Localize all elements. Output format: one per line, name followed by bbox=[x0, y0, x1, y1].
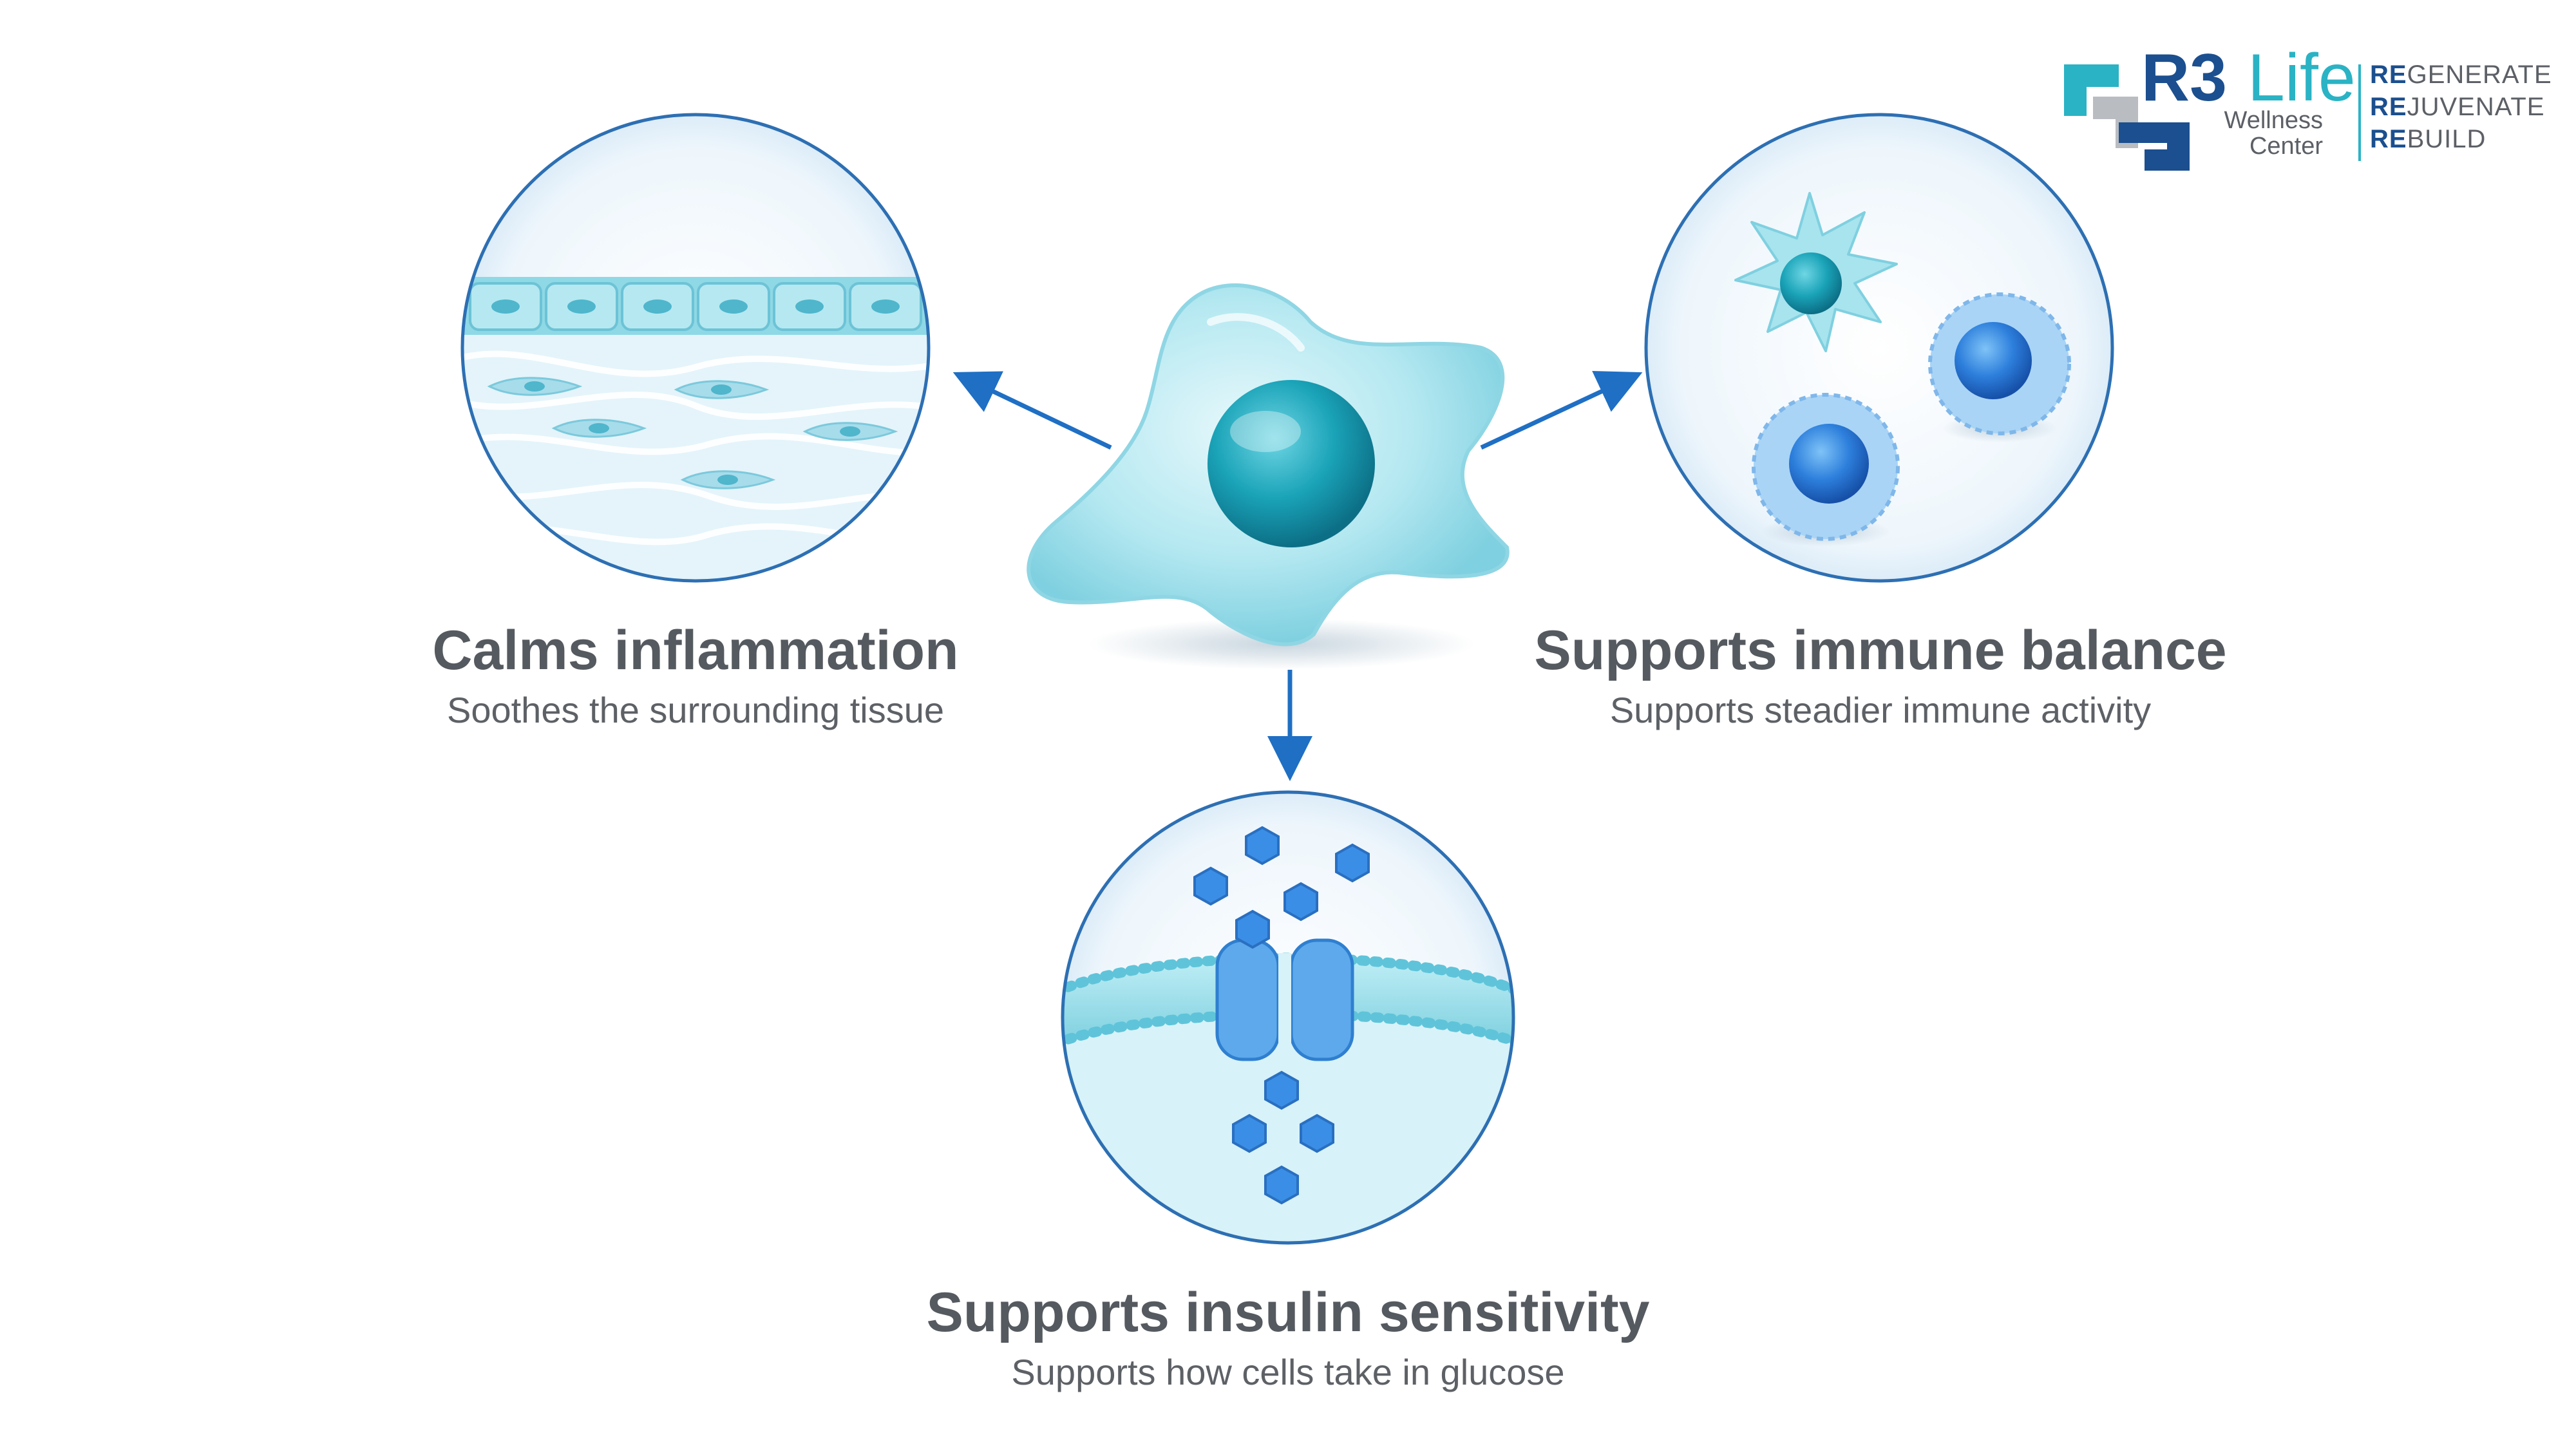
brand-logo: R3 Life Wellness Center REGENERATE REJUV… bbox=[2058, 41, 2552, 180]
tagline-regenerate: REGENERATE bbox=[2370, 61, 2552, 89]
brand-sub-wellness: Wellness bbox=[2224, 107, 2323, 134]
tagline-rebuild: REBUILD bbox=[2370, 125, 2486, 153]
arrow-to-immune bbox=[1480, 371, 1643, 450]
tagline-rejuvenate: REJUVENATE bbox=[2370, 93, 2545, 121]
brand-life: Life bbox=[2248, 41, 2356, 115]
tissue-layers-icon bbox=[460, 113, 931, 583]
brand-r3: R3 bbox=[2141, 41, 2227, 115]
arrow-to-inflammation bbox=[952, 371, 1112, 450]
immune-title: Supports immune balance bbox=[1534, 620, 2227, 681]
caption-inflammation: Calms inflammation Soothes the surroundi… bbox=[374, 618, 1018, 733]
immune-subtitle: Supports steadier immune activity bbox=[1609, 690, 2152, 730]
caption-immune: Supports immune balance Supports steadie… bbox=[1494, 618, 2267, 733]
logo-mark-icon bbox=[2064, 64, 2190, 171]
brand-sub-center: Center bbox=[2249, 133, 2323, 160]
inflammation-subtitle: Soothes the surrounding tissue bbox=[446, 690, 945, 730]
caption-insulin: Supports insulin sensitivity Supports ho… bbox=[902, 1280, 1674, 1395]
stem-cell-icon bbox=[1027, 283, 1510, 670]
inflammation-title: Calms inflammation bbox=[432, 620, 959, 681]
insulin-subtitle: Supports how cells take in glucose bbox=[1011, 1352, 1565, 1392]
immune-cells-icon bbox=[1644, 113, 2114, 583]
cell-membrane-glucose-icon bbox=[1061, 790, 1515, 1245]
logo-divider bbox=[2358, 64, 2361, 161]
insulin-title: Supports insulin sensitivity bbox=[926, 1282, 1650, 1343]
